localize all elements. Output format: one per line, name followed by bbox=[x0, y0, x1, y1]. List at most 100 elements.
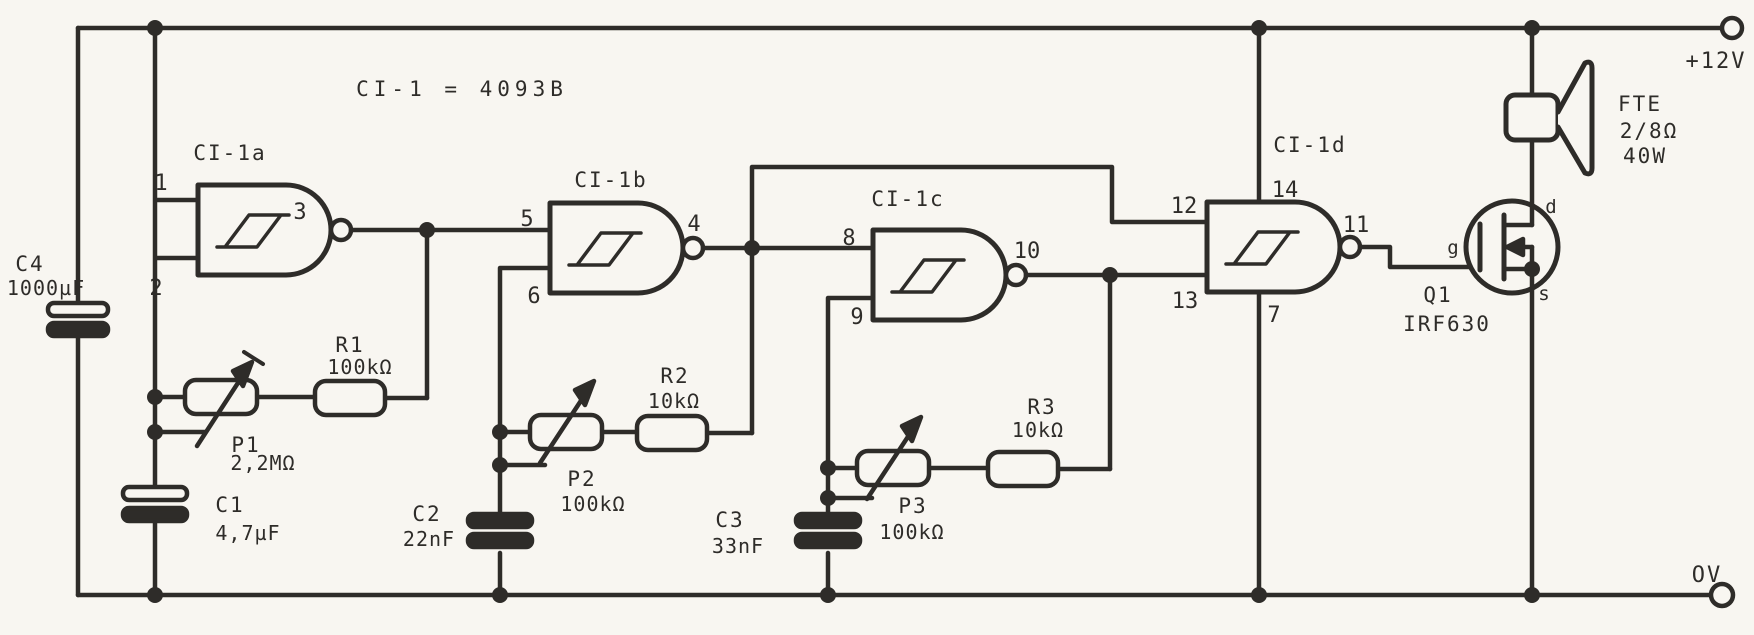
c1-value: 4,7µF bbox=[215, 521, 280, 545]
gate-a-label: CI-1a bbox=[193, 141, 266, 165]
gate-a-body bbox=[195, 182, 334, 278]
junction-dot bbox=[147, 587, 163, 603]
r1-value: 100kΩ bbox=[327, 355, 392, 379]
speaker-power: 40W bbox=[1623, 144, 1667, 168]
speaker-ref: FTE bbox=[1618, 92, 1662, 116]
junction-dots bbox=[147, 20, 1540, 603]
vcc-terminal bbox=[1719, 15, 1745, 41]
pin-8-label: 8 bbox=[842, 226, 855, 251]
pin-1-label: 1 bbox=[154, 171, 167, 196]
r2-value: 10kΩ bbox=[648, 389, 700, 413]
c2-plate-bottom bbox=[465, 531, 535, 550]
p3-value: 100kΩ bbox=[879, 520, 944, 544]
pin-11-label: 11 bbox=[1343, 213, 1370, 238]
wire-pin9-riser bbox=[825, 295, 876, 598]
pin-4-label: 4 bbox=[687, 212, 700, 237]
pin-5-label: 5 bbox=[520, 207, 533, 232]
p2-ref: P2 bbox=[567, 467, 596, 491]
r2-body bbox=[634, 413, 710, 453]
c2-ref: C2 bbox=[412, 502, 441, 526]
p1-arrowhead bbox=[230, 359, 255, 389]
r3-value: 10kΩ bbox=[1012, 418, 1064, 442]
c3-plate-top bbox=[793, 511, 863, 530]
speaker-horn bbox=[1555, 59, 1595, 177]
r3-body bbox=[985, 449, 1061, 489]
junction-dot bbox=[1102, 267, 1118, 283]
c1-plate-negative bbox=[120, 505, 190, 524]
c4-plate-negative bbox=[45, 320, 111, 339]
q1-drain-pin-label: d bbox=[1545, 196, 1556, 218]
junction-dot bbox=[492, 587, 508, 603]
r1-body bbox=[312, 378, 388, 418]
c4-value: 1000µF bbox=[7, 276, 85, 300]
junction-dot bbox=[744, 240, 760, 256]
pin-14-label: 14 bbox=[1272, 178, 1299, 203]
junction-dot bbox=[820, 490, 836, 506]
p1-ref: P1 bbox=[231, 433, 260, 457]
pin-9-label: 9 bbox=[850, 305, 863, 330]
junction-dot bbox=[147, 389, 163, 405]
p2-value: 100kΩ bbox=[560, 492, 625, 516]
junction-dot bbox=[419, 222, 435, 238]
wire-p1-leads bbox=[152, 394, 430, 435]
speaker-impedance: 2/8Ω bbox=[1620, 119, 1679, 143]
wire-out11-to-gate bbox=[1357, 244, 1483, 270]
c4-ref: C4 bbox=[15, 252, 44, 276]
p3-arrowhead bbox=[899, 414, 924, 444]
junction-dot bbox=[1524, 587, 1540, 603]
pin-7-label: 7 bbox=[1267, 303, 1280, 328]
pin-10-label: 10 bbox=[1014, 239, 1041, 264]
gate-c-bubble bbox=[1003, 262, 1029, 288]
p2-wiper-arrow bbox=[537, 387, 591, 466]
r1-ref: R1 bbox=[335, 333, 364, 357]
p2-arrowhead bbox=[572, 378, 597, 408]
r2-ref: R2 bbox=[660, 364, 689, 388]
gate-c-label: CI-1c bbox=[871, 187, 944, 211]
speaker-box bbox=[1503, 92, 1561, 143]
p1-body bbox=[182, 377, 260, 417]
pin-3-label: 3 bbox=[293, 200, 306, 225]
ic-title: CI-1 = 4093B bbox=[356, 77, 568, 101]
pin-13-label: 13 bbox=[1172, 289, 1199, 314]
gate-d-body bbox=[1204, 199, 1343, 295]
gate-b-bubble bbox=[680, 235, 706, 261]
gate-a-bubble bbox=[328, 217, 354, 243]
q1-source-pin-label: s bbox=[1538, 283, 1549, 305]
junction-dot bbox=[147, 424, 163, 440]
gate-b-label: CI-1b bbox=[574, 168, 647, 192]
p2-body bbox=[527, 412, 605, 452]
gate-b-hysteresis-icon bbox=[567, 231, 643, 267]
junction-dot bbox=[492, 424, 508, 440]
junction-dot bbox=[147, 20, 163, 36]
c2-value: 22nF bbox=[403, 527, 455, 551]
p3-body bbox=[854, 448, 932, 488]
c1-ref: C1 bbox=[215, 493, 244, 517]
junction-dot bbox=[820, 587, 836, 603]
c4-plate-positive bbox=[45, 300, 111, 319]
p3-ref: P3 bbox=[898, 494, 927, 518]
q1-gate-pin-label: g bbox=[1447, 237, 1458, 259]
gate-c-body bbox=[870, 227, 1009, 323]
p1-value: 2,2MΩ bbox=[230, 451, 295, 475]
gate-d-label: CI-1d bbox=[1273, 133, 1346, 157]
q1-value: IRF630 bbox=[1403, 312, 1491, 336]
junction-dot bbox=[492, 457, 508, 473]
junction-dot bbox=[820, 460, 836, 476]
wire-node-a bbox=[152, 25, 201, 598]
r3-ref: R3 bbox=[1027, 395, 1056, 419]
junction-dot bbox=[1251, 587, 1267, 603]
c1-plate-positive bbox=[120, 484, 190, 503]
c3-ref: C3 bbox=[715, 508, 744, 532]
q1-ref: Q1 bbox=[1423, 283, 1452, 307]
gnd-terminal bbox=[1708, 581, 1736, 609]
gnd-label: OV bbox=[1692, 563, 1723, 588]
q1-body-arrowhead bbox=[1504, 236, 1526, 258]
vcc-label: +12V bbox=[1686, 49, 1747, 74]
pin-12-label: 12 bbox=[1171, 194, 1198, 219]
junction-dot bbox=[1524, 261, 1540, 277]
c3-value: 33nF bbox=[712, 534, 764, 558]
junction-dot bbox=[1251, 20, 1267, 36]
c3-plate-bottom bbox=[793, 531, 863, 550]
gate-d-bubble bbox=[1337, 234, 1363, 260]
